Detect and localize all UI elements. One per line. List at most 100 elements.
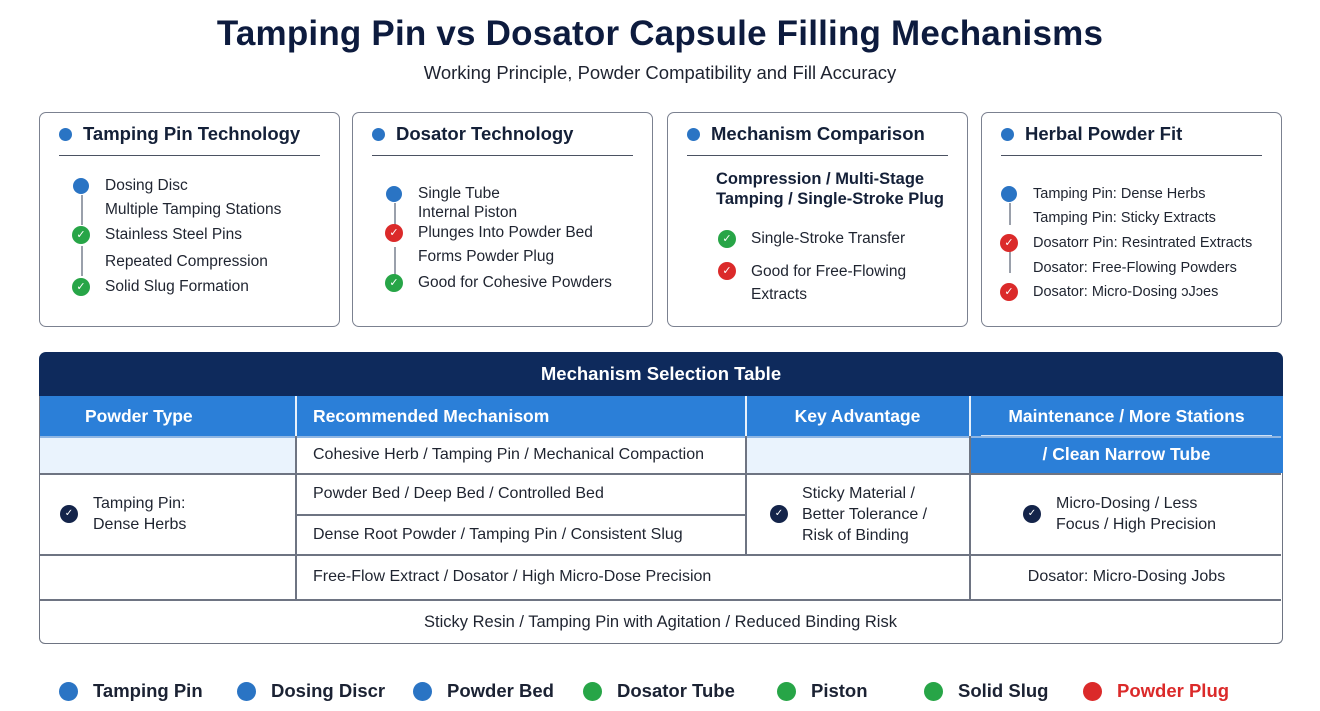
list-item: Stainless Steel Pins <box>105 226 242 243</box>
list-item: Multiple Tamping Stations <box>105 201 282 218</box>
cell-line: Sticky Material / <box>802 484 915 502</box>
connector-line <box>1009 251 1011 273</box>
connector-line <box>394 247 396 277</box>
list-item: Good for Free-Flowing <box>751 263 907 280</box>
list-item: Repeated Compression <box>105 253 268 270</box>
table-title: Mechanism Selection Table <box>39 352 1283 396</box>
card-title: Tamping Pin Technology <box>83 123 301 144</box>
grid-line <box>40 599 1281 601</box>
blue-dot-icon <box>386 186 402 202</box>
green-check-icon: ✓ <box>72 278 90 296</box>
legend-label: Piston <box>811 680 868 701</box>
cell-line: Better Tolerance / <box>802 505 928 523</box>
list-item: Dosator: Micro-Dosing ɔJɔes <box>1033 284 1219 300</box>
header-separator <box>295 396 297 436</box>
list-item: Plunges Into Powder Bed <box>418 224 593 241</box>
card-title: Mechanism Comparison <box>711 123 925 144</box>
divider <box>687 155 948 156</box>
legend-label: Dosing Discr <box>271 680 386 701</box>
green-check-icon: ✓ <box>385 274 403 292</box>
blue-dot-icon <box>372 127 385 141</box>
list-item-continued: Extracts <box>751 286 807 303</box>
header-separator <box>969 396 971 436</box>
divider <box>372 155 633 156</box>
legend-label: Tamping Pin <box>93 680 203 701</box>
card-title: Dosator Technology <box>396 123 574 144</box>
table-cell: Free-Flow Extract / Dosator / High Micro… <box>313 568 712 585</box>
table-cell-full-row: Sticky Resin / Tamping Pin with Agitatio… <box>424 612 897 631</box>
green-check-icon: ✓ <box>718 230 736 248</box>
connector-line <box>394 203 396 225</box>
grid-line <box>969 436 971 599</box>
green-check-icon: ✓ <box>72 226 90 244</box>
table-cell: Powder Bed / Deep Bed / Controlled Bed <box>313 485 604 502</box>
legend-dot-icon <box>583 681 602 701</box>
legend-dot-icon <box>924 681 943 701</box>
grid-line <box>40 473 1281 475</box>
list-item: Forms Powder Plug <box>418 248 555 265</box>
column-header-maintenance: Maintenance / More Stations / Clean Narr… <box>970 396 1283 473</box>
column-header-powder-type: Powder Type <box>40 396 295 436</box>
legend-dot-icon <box>777 681 796 701</box>
red-check-icon: ✓ <box>1000 283 1018 301</box>
table-cell-powder-type: ✓ Tamping Pin:Dense Herbs <box>60 474 290 554</box>
table-cell-key-advantage: ✓ Sticky Material / Better Tolerance / Ris… <box>770 474 965 554</box>
legend-label: Powder Plug <box>1117 680 1230 701</box>
check-icon: ✓ <box>770 505 788 523</box>
legend-label: Powder Bed <box>447 680 554 701</box>
cell-line: Tamping Pin: <box>93 495 186 512</box>
cell-line: Dense Herbs <box>93 516 187 533</box>
list-item: Tamping Pin: Sticky Extracts <box>1033 210 1216 226</box>
red-check-icon: ✓ <box>718 262 736 280</box>
card-tamping-pin-technology: Tamping Pin Technology Dosing Disc Multi… <box>39 112 340 327</box>
cell-line: Focus / High Precision <box>1056 516 1217 533</box>
page-title: Tamping Pin vs Dosator Capsule Filling M… <box>216 14 1104 53</box>
list-item: Good for Cohesive Powders <box>418 274 612 291</box>
column-header-key-advantage: Key Advantage <box>746 396 969 436</box>
grid-line <box>295 436 297 599</box>
column-header-maintenance-line: / Clean Narrow Tube <box>1042 444 1211 464</box>
cell-line: Risk of Binding <box>802 526 909 544</box>
table-cell: Cohesive Herb / Tamping Pin / Mechanical… <box>313 445 705 463</box>
grid-line <box>745 436 747 554</box>
connector-line <box>1009 203 1011 225</box>
page-subtitle: Working Principle, Powder Compatibility … <box>423 62 897 83</box>
list-item: Dosing Disc <box>105 177 188 194</box>
blue-dot-icon <box>59 127 72 141</box>
blue-dot-icon <box>687 127 700 141</box>
divider <box>1001 155 1262 156</box>
legend-label: Solid Slug <box>958 680 1049 701</box>
divider <box>981 435 1272 437</box>
card-herbal-powder-fit: Herbal Powder Fit Tamping Pin: Dense Her… <box>981 112 1282 327</box>
column-header-recommended-mechanism: Recommended Mechanisom <box>296 396 745 436</box>
list-item: Solid Slug Formation <box>105 278 249 295</box>
list-item: Tamping Pin: Dense Herbs <box>1033 186 1206 202</box>
legend-dot-icon <box>413 681 432 701</box>
red-check-icon: ✓ <box>1000 234 1018 252</box>
table-cell-empty <box>746 436 969 473</box>
card-title: Herbal Powder Fit <box>1025 123 1183 144</box>
grid-line <box>296 514 745 516</box>
selection-table: Powder Type Recommended Mechanisom Key A… <box>39 396 1283 644</box>
table-cell: Dosator: Micro-Dosing Jobs <box>1027 568 1226 585</box>
list-item: Single-Stroke Transfer <box>751 230 906 247</box>
legend-dot-icon <box>59 681 78 701</box>
list-item: Single Tube <box>418 185 500 202</box>
connector-line <box>81 246 83 276</box>
legend-dot-icon <box>237 681 256 701</box>
comparison-heading-line: Tamping / Single-Stroke Plug <box>716 190 944 208</box>
check-icon: ✓ <box>1023 505 1041 523</box>
table-cell-empty <box>40 436 295 473</box>
legend-dot-icon <box>1083 681 1102 701</box>
legend: Tamping Pin Dosing Discr Powder Bed Dosa… <box>0 680 1320 706</box>
table-cell: Dense Root Powder / Tamping Pin / Consis… <box>313 525 683 543</box>
cell-line: Micro-Dosing / Less <box>1056 495 1198 512</box>
blue-dot-icon <box>1001 186 1017 202</box>
blue-dot-icon <box>73 178 89 194</box>
grid-line <box>40 436 1281 438</box>
list-item: Internal Piston <box>418 204 518 221</box>
grid-line <box>40 554 1281 556</box>
list-item: Dosatorr Pin: Resintrated Extracts <box>1033 235 1253 251</box>
legend-label: Dosator Tube <box>617 680 735 701</box>
